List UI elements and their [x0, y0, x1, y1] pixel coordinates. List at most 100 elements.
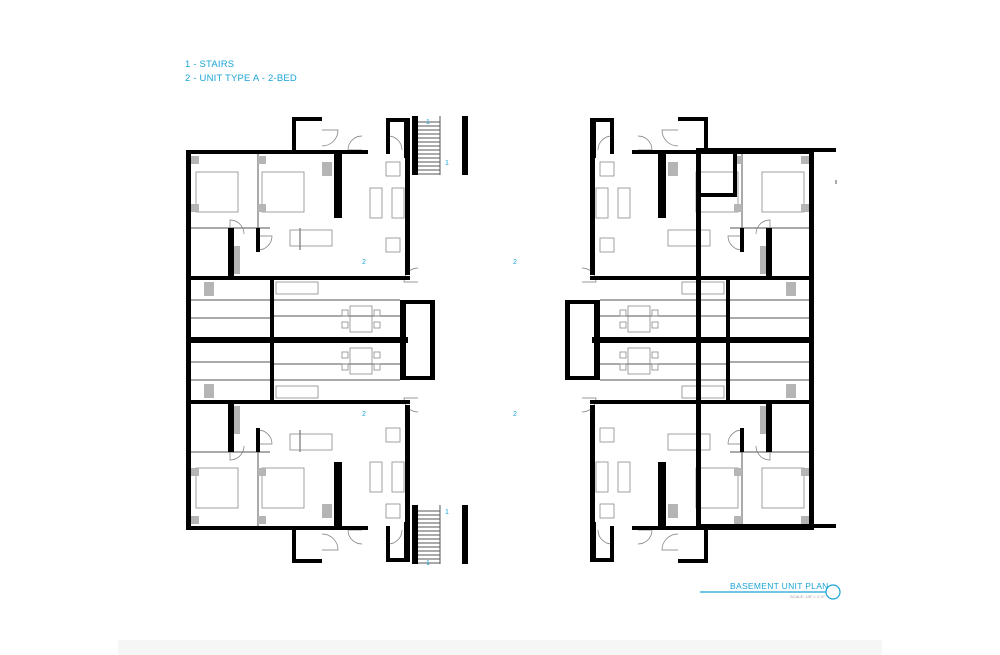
furniture-piece — [261, 171, 305, 213]
fixture-tile — [801, 156, 809, 164]
wall — [726, 400, 814, 404]
wall — [405, 155, 410, 275]
furniture-piece — [651, 321, 659, 329]
wall — [696, 148, 836, 152]
plan-title-marker — [700, 584, 841, 600]
door-swing-icon — [387, 135, 403, 151]
fixture-tile — [668, 162, 678, 176]
furniture-piece — [341, 351, 349, 359]
fixture-tile — [258, 156, 266, 164]
furniture-piece — [619, 363, 627, 371]
wall — [292, 529, 296, 563]
furniture-piece — [391, 187, 405, 219]
wall — [592, 558, 614, 562]
furniture-piece — [681, 281, 725, 295]
furniture-piece — [667, 229, 711, 247]
plan-scale: SCALE: 1/8" = 1'-0" — [790, 594, 825, 599]
door-swing-icon — [229, 219, 245, 235]
wall — [704, 529, 708, 563]
wall — [565, 376, 600, 380]
fixture-tile — [204, 384, 214, 398]
north-marker-icon — [825, 584, 841, 600]
furniture-piece — [651, 309, 659, 317]
wall — [704, 117, 708, 151]
furniture-piece — [695, 467, 739, 509]
door-swing-icon — [727, 235, 743, 251]
wall — [740, 228, 744, 252]
door-swing-icon — [597, 529, 613, 545]
wall — [658, 462, 666, 530]
wall — [678, 559, 708, 563]
furniture-piece — [385, 237, 401, 253]
furniture-piece — [651, 363, 659, 371]
furniture-piece — [651, 351, 659, 359]
fixture-tile — [760, 246, 768, 274]
furniture-piece — [341, 309, 349, 317]
fixture-tile — [204, 282, 214, 296]
furniture-piece — [599, 161, 615, 177]
wall — [592, 337, 814, 343]
wall — [462, 505, 468, 564]
fixture-tile — [191, 156, 199, 164]
wall — [590, 405, 595, 525]
fixture-tile — [191, 516, 199, 524]
wall — [412, 116, 418, 175]
wall — [334, 150, 342, 218]
furniture-piece — [275, 385, 319, 399]
furniture-piece — [619, 321, 627, 329]
wall — [186, 276, 274, 280]
wall — [386, 118, 408, 122]
legend-item-unit-type: 2 - UNIT TYPE A - 2-BED — [185, 73, 297, 84]
wall — [632, 150, 660, 154]
wall — [400, 300, 435, 304]
wall — [270, 340, 274, 404]
wall — [430, 305, 435, 380]
wall — [766, 402, 772, 452]
wall — [270, 276, 274, 340]
fixture-tile — [232, 246, 240, 274]
room-tag: 2 — [513, 411, 517, 418]
fixture-tile — [734, 468, 742, 476]
furniture-piece — [349, 347, 373, 375]
furniture-piece — [289, 229, 333, 247]
furniture-piece — [681, 385, 725, 399]
wall — [610, 118, 614, 154]
wall — [590, 118, 596, 158]
fixture-tile — [191, 204, 199, 212]
wall — [809, 150, 814, 340]
door-swing-icon — [637, 135, 653, 151]
wall — [340, 526, 368, 530]
furniture-piece — [619, 351, 627, 359]
wall — [186, 340, 191, 530]
legend-item-stairs: 1 - STAIRS — [185, 59, 235, 70]
furniture-piece — [595, 187, 609, 219]
wall — [658, 150, 666, 218]
fixture-tile — [322, 162, 332, 176]
room-tag: 1 — [426, 560, 430, 567]
furniture-piece — [373, 363, 381, 371]
wall — [186, 150, 256, 154]
wall — [404, 522, 410, 562]
furniture-piece — [595, 461, 609, 493]
wall — [590, 522, 596, 562]
wall — [632, 526, 660, 530]
wall — [590, 400, 730, 404]
fixture-tile — [734, 516, 742, 524]
fixture-tile — [801, 516, 809, 524]
wall — [186, 400, 274, 404]
furniture-piece — [261, 467, 305, 509]
furniture-piece — [761, 171, 805, 213]
furniture-piece — [369, 461, 383, 493]
room-tag: 2 — [513, 259, 517, 266]
page-bottom-band — [118, 640, 882, 655]
fixture-tile — [191, 468, 199, 476]
furniture-piece — [667, 433, 711, 451]
fixture-tile — [258, 468, 266, 476]
door-swing-icon — [597, 135, 613, 151]
furniture-piece — [385, 503, 401, 519]
wall — [590, 276, 730, 280]
wall — [386, 558, 408, 562]
fixture-tile — [734, 204, 742, 212]
room-tag: 2 — [362, 411, 366, 418]
wall — [270, 400, 410, 404]
